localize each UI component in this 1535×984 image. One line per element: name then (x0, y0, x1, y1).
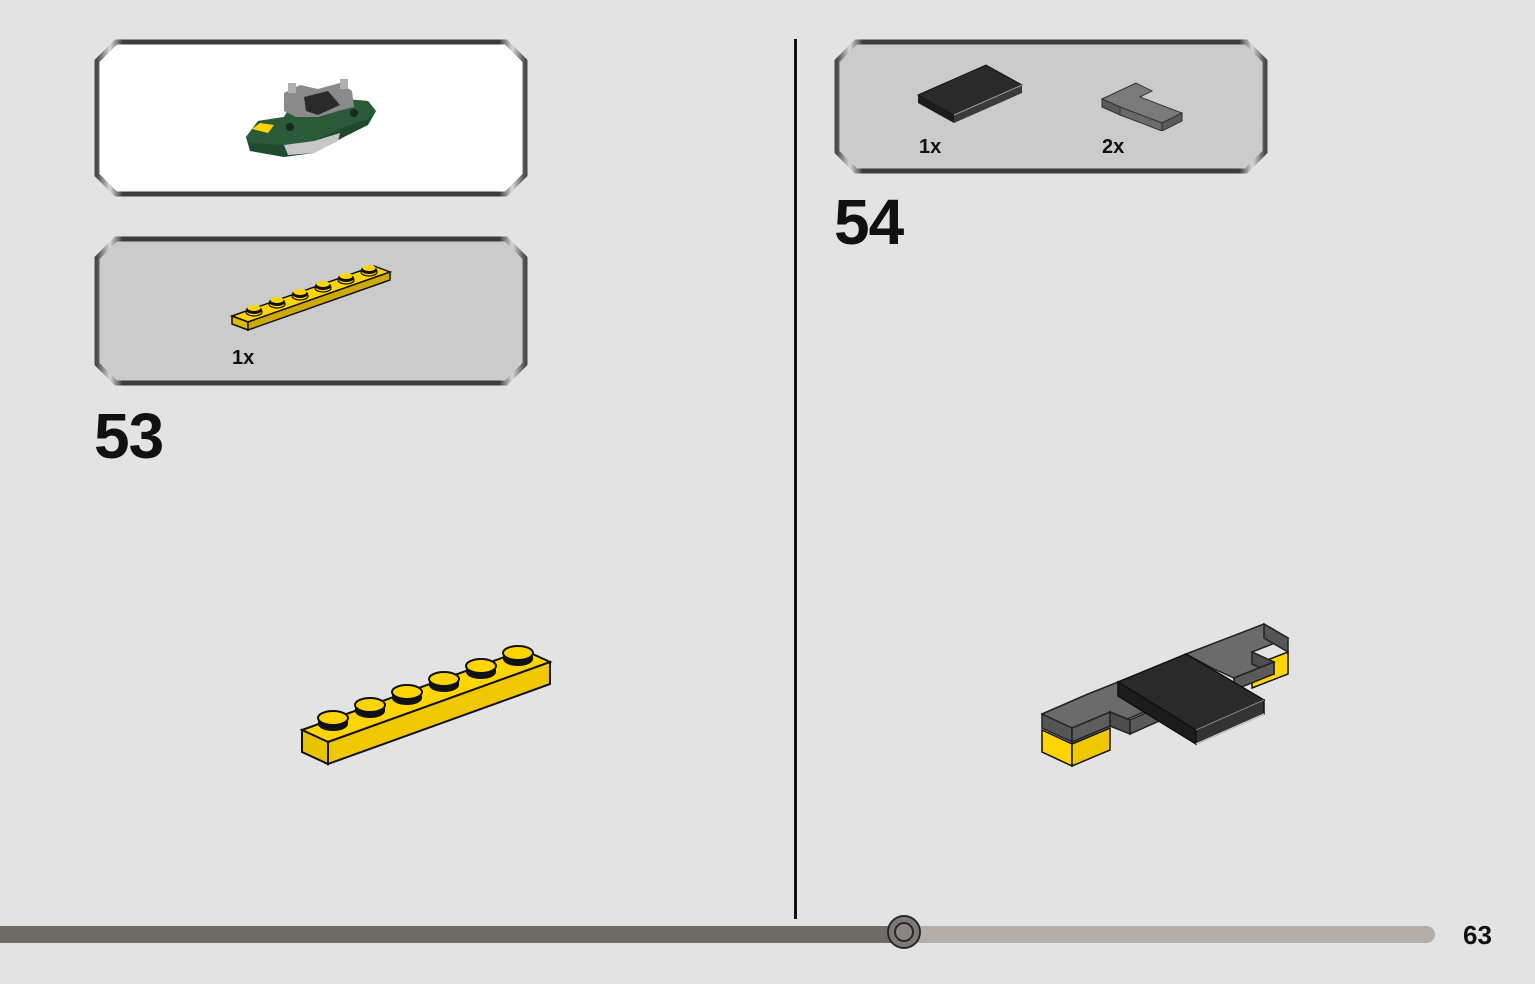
step-number-54: 54 (834, 186, 904, 258)
subassembly-callout (94, 39, 528, 197)
part-quantity: 1x (232, 347, 255, 369)
progress-fill (0, 926, 904, 943)
part-quantity: 2x (1102, 136, 1125, 158)
corner-plate-part-icon (1100, 82, 1184, 131)
dark-tile-part-icon (916, 64, 1024, 123)
yellow-plate-part-icon (229, 265, 393, 332)
subassembly-model-image (246, 79, 376, 157)
progress-knob (887, 915, 921, 949)
page-divider (794, 39, 797, 919)
part-quantity: 1x (919, 136, 942, 158)
step-number-53: 53 (94, 400, 164, 472)
step-53-model-image (299, 645, 553, 766)
progress-bar (0, 915, 1435, 949)
page-number: 63 (1463, 920, 1492, 950)
parts-callout-step-54: 1x 2x (834, 39, 1268, 174)
parts-callout-step-53: 1x (94, 236, 528, 386)
step-54-model-image (1040, 622, 1290, 768)
